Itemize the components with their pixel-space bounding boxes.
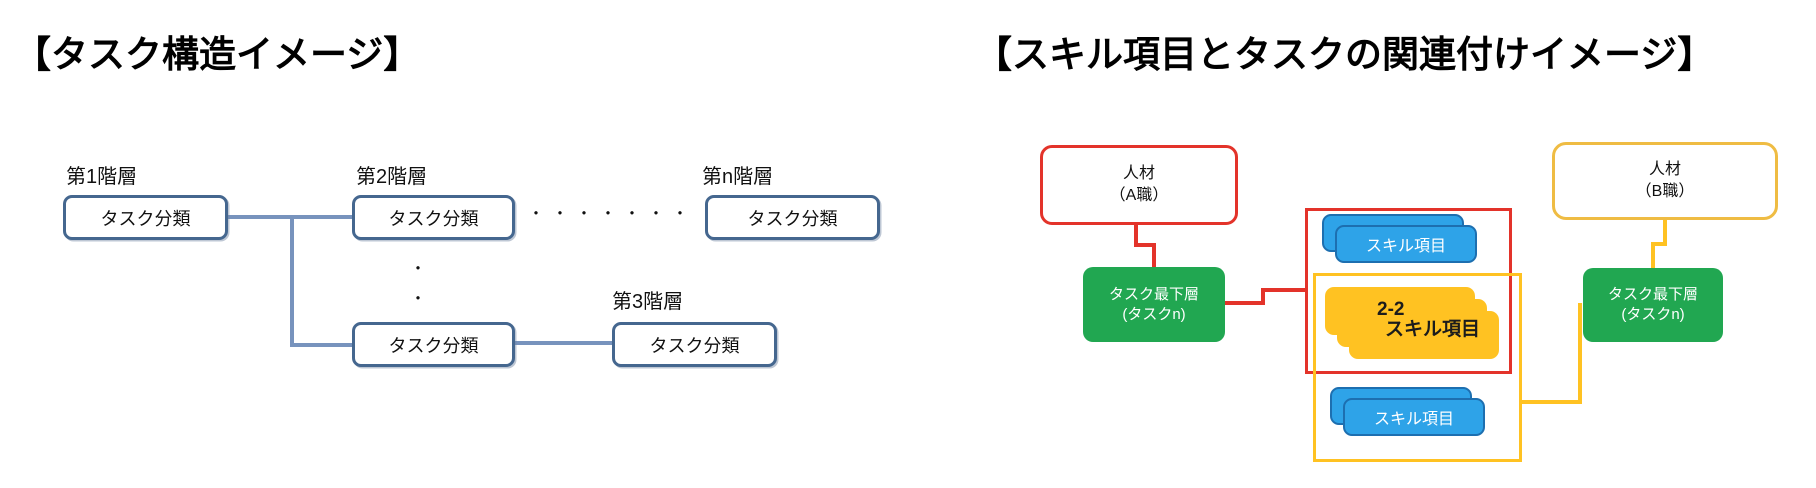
connector-person-b-task-b-seg1 (1663, 220, 1667, 246)
left-diagram-title: 【タスク構造イメージ】 (14, 34, 421, 75)
skill-group-text: 2-2 スキル項目 (1325, 300, 1485, 340)
level-n-label: 第n階層 (702, 166, 774, 188)
task-lowest-a-line2: (タスクn) (1122, 305, 1186, 323)
skill-group-line1: 2-2 (1377, 299, 1405, 320)
connector-person-a-task-a-seg2 (1134, 243, 1156, 247)
person-b-line1: 人材 (1648, 161, 1681, 178)
connector-task-a-frame-seg1 (1225, 301, 1265, 305)
task-class-box-level1-label: タスク分類 (100, 208, 191, 229)
skill-item-top-front-card: スキル項目 (1335, 225, 1477, 263)
skill-item-top-label: スキル項目 (1365, 238, 1446, 255)
skill-item-bottom-label: スキル項目 (1373, 411, 1454, 428)
person-b-box: 人材 （B職） (1552, 142, 1778, 220)
connector-task-b-frame-seg2 (1522, 400, 1582, 404)
level-3-label: 第3階層 (612, 291, 684, 313)
skill-item-bottom-front-card: スキル項目 (1343, 398, 1485, 436)
task-class-box-level3-label: タスク分類 (649, 335, 740, 356)
task-lowest-a-line1: タスク最下層 (1108, 285, 1199, 303)
task-class-box-level2: タスク分類 (352, 195, 515, 240)
person-b-line2: （B職） (1635, 183, 1695, 200)
skill-group-card-3 (1349, 311, 1499, 359)
skill-group-frame-red (1305, 208, 1512, 374)
level-1-label: 第1階層 (66, 166, 138, 188)
connector-task-a-frame-seg3 (1261, 288, 1307, 292)
task-lowest-b-line1: タスク最下層 (1607, 286, 1698, 303)
person-a-box: 人材 （A職） (1040, 145, 1238, 225)
task-lowest-b-box: タスク最下層 (タスクn) (1583, 268, 1723, 342)
connector-task-a-frame-seg2 (1261, 288, 1265, 305)
connector-task-b-frame-seg1 (1578, 303, 1582, 404)
task-class-box-leveln-label: タスク分類 (747, 208, 838, 229)
task-class-box-level1: タスク分類 (63, 195, 228, 240)
task-class-box-level3: タスク分類 (612, 322, 777, 367)
person-a-line1: 人材 (1122, 165, 1155, 182)
horizontal-ellipsis-dots: ・・・・・・・ (528, 206, 697, 223)
connector-person-b-task-b-seg2 (1651, 242, 1667, 246)
task-class-box-level2-row2-label: タスク分類 (388, 335, 479, 356)
task-class-box-leveln: タスク分類 (705, 195, 880, 240)
skill-group-line2: スキル項目 (1385, 319, 1481, 340)
connector-person-a-task-a-seg1 (1134, 225, 1138, 247)
vertical-ellipsis-dot-1: ・ (410, 261, 427, 278)
person-a-line2: （A職） (1109, 187, 1169, 204)
task-lowest-b-line2: (タスクn) (1621, 306, 1685, 323)
right-diagram-title: 【スキル項目とタスクの関連付けイメージ】 (975, 34, 1715, 75)
level-2-label: 第2階層 (356, 166, 428, 188)
vertical-ellipsis-dot-2: ・ (410, 291, 427, 308)
skill-group-frame-gold (1313, 273, 1522, 462)
task-lowest-a-box: タスク最下層 (タスクn) (1083, 267, 1225, 342)
connector-person-b-task-b-seg3 (1651, 242, 1655, 270)
task-class-box-level2-row2: タスク分類 (352, 322, 515, 367)
task-class-box-level2-label: タスク分類 (388, 208, 479, 229)
connector-branch-elbow (290, 343, 352, 347)
connector-branch-vertical (290, 215, 294, 347)
connector-person-a-task-a-seg3 (1152, 243, 1156, 269)
connector-level2-level3 (515, 341, 612, 345)
